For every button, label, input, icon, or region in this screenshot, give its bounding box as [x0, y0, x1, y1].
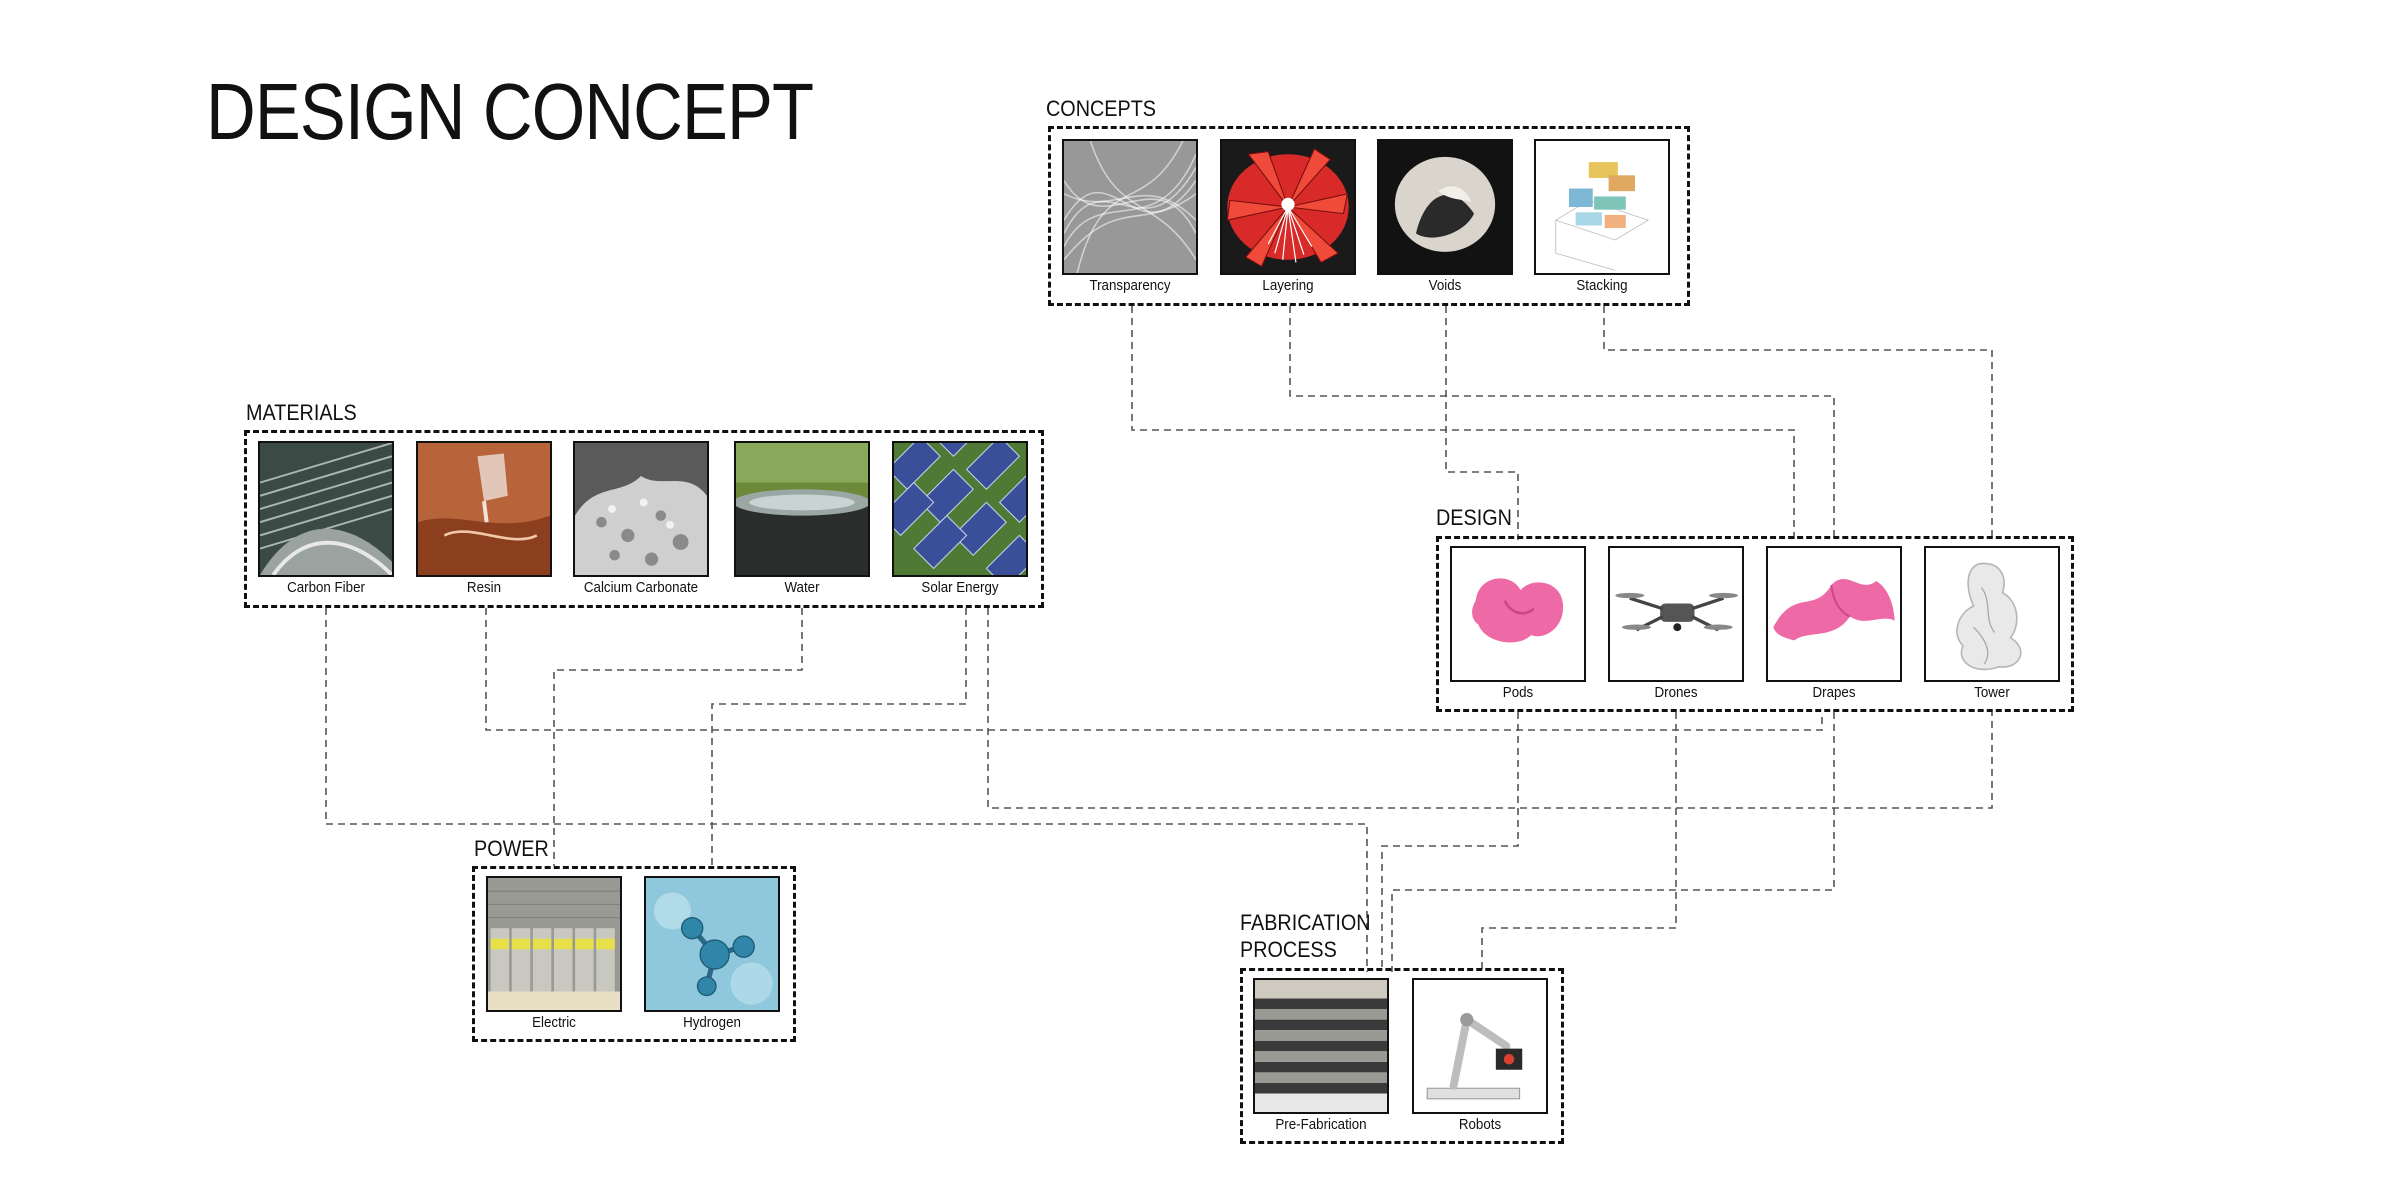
power-card-electric: Electric: [486, 876, 622, 1031]
power-label-text: Electric: [532, 1015, 576, 1031]
connector-stacking-tower: [1603, 306, 1993, 540]
material-card-calcium-carbonate: Calcium Carbonate: [573, 441, 709, 596]
connector-drones-robots: [1481, 712, 1677, 972]
concept-card-layering: Layering: [1220, 139, 1356, 294]
drapes-image: [1766, 546, 1902, 682]
connector-solar-tower: [987, 608, 1993, 809]
solar-energy-image: [892, 441, 1028, 577]
power-label: POWER: [474, 836, 549, 861]
water-image: [734, 441, 870, 577]
concept-label: Stacking: [1576, 278, 1628, 294]
materials-group: [244, 430, 1044, 608]
fabrication-label-line2: PROCESS: [1240, 937, 1337, 962]
design-card-drapes: Drapes: [1766, 546, 1902, 701]
material-card-water: Water: [734, 441, 870, 596]
material-label: Carbon Fiber: [287, 580, 365, 596]
layering-image: [1220, 139, 1356, 275]
material-card-solar-energy: Solar Energy: [892, 441, 1028, 596]
connector-resin-drapes: [485, 608, 1823, 731]
hydrogen-image: [644, 876, 780, 1012]
design-label-text: Drapes: [1812, 685, 1856, 701]
material-card-resin: Resin: [416, 441, 552, 596]
material-label: Calcium Carbonate: [583, 580, 699, 596]
materials-label: MATERIALS: [246, 400, 357, 425]
connector-transparency-drones: [1131, 306, 1795, 540]
connector-water-electric: [553, 608, 803, 866]
fabrication-card-robots: Robots: [1412, 978, 1548, 1133]
fabrication-group: [1240, 968, 1564, 1144]
electric-image: [486, 876, 622, 1012]
fabrication-label-line1: FABRICATION: [1240, 910, 1371, 935]
concepts-label: CONCEPTS: [1046, 96, 1157, 121]
connector-drapes-prefab: [1391, 712, 1835, 972]
connector-carbonfiber-prefab: [325, 608, 1368, 972]
calcium-carbonate-image: [573, 441, 709, 577]
design-card-tower: Tower: [1924, 546, 2060, 701]
design-label-text: Tower: [1974, 685, 2010, 701]
tower-image: [1924, 546, 2060, 682]
material-label: Solar Energy: [921, 580, 999, 596]
design-card-drones: Drones: [1608, 546, 1744, 701]
connector-layering-drapes: [1289, 306, 1835, 540]
page-title: DESIGN CONCEPT: [206, 67, 814, 156]
power-card-hydrogen: Hydrogen: [644, 876, 780, 1031]
concept-card-transparency: Transparency: [1062, 139, 1198, 294]
design-label-text: Pods: [1502, 685, 1534, 701]
voids-image: [1377, 139, 1513, 275]
fabrication-label-text: Robots: [1458, 1117, 1502, 1133]
material-label: Water: [784, 580, 820, 596]
design-group: [1436, 536, 2074, 712]
design-card-pods: Pods: [1450, 546, 1586, 701]
connector-pods-prefab: [1381, 712, 1519, 972]
fabrication-card-pre-fabrication: Pre-Fabrication: [1253, 978, 1389, 1133]
material-label: Resin: [466, 580, 502, 596]
concept-card-stacking: Stacking: [1534, 139, 1670, 294]
concept-label: Transparency: [1089, 278, 1171, 294]
concept-label: Voids: [1428, 278, 1462, 294]
material-card-carbon-fiber: Carbon Fiber: [258, 441, 394, 596]
concept-label: Layering: [1262, 278, 1314, 294]
power-label-text: Hydrogen: [683, 1015, 741, 1031]
drones-image: [1608, 546, 1744, 682]
concept-card-voids: Voids: [1377, 139, 1513, 294]
carbon-fiber-image: [258, 441, 394, 577]
pre-fabrication-image: [1253, 978, 1389, 1114]
stacking-image: [1534, 139, 1670, 275]
connector-solar-hydrogen: [711, 608, 967, 866]
design-label: DESIGN: [1436, 505, 1512, 530]
power-group: [472, 866, 796, 1042]
pods-image: [1450, 546, 1586, 682]
robots-image: [1412, 978, 1548, 1114]
resin-image: [416, 441, 552, 577]
concepts-group: [1048, 126, 1690, 306]
fabrication-label-text: Pre-Fabrication: [1275, 1117, 1367, 1133]
design-label-text: Drones: [1654, 685, 1698, 701]
transparency-image: [1062, 139, 1198, 275]
